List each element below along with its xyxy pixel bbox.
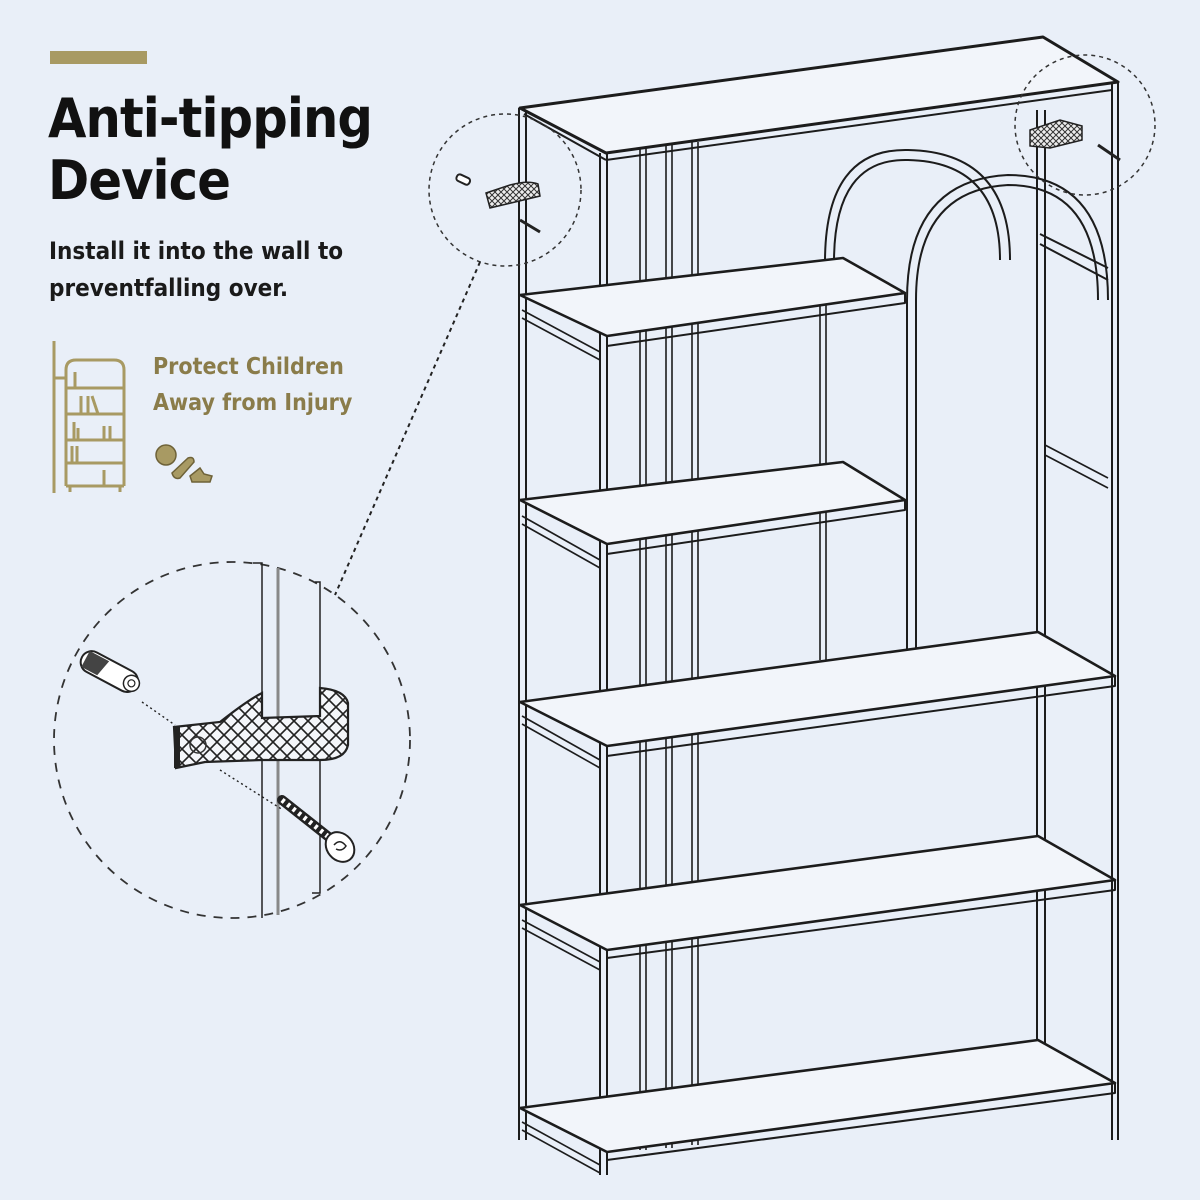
top-right-anchor-callout: [1014, 54, 1156, 196]
page-title: Anti-tipping Device: [48, 87, 373, 212]
title-line-1: Anti-tipping: [48, 87, 373, 150]
bookshelf-icon: [52, 341, 126, 493]
description-line-1: Install it into the wall to: [49, 237, 344, 265]
accent-bar: [50, 51, 147, 64]
feature-line-1: Protect Children: [153, 354, 344, 380]
description-line-2: preventfalling over.: [49, 274, 289, 302]
feature-text: Protect Children Away from Injury: [153, 349, 352, 421]
top-panel: [518, 35, 1120, 161]
crawling-child-icon: [155, 444, 213, 483]
feature-line-2: Away from Injury: [153, 390, 353, 416]
callout-connector: [334, 261, 481, 596]
anti-tip-bracket-small-icon: [485, 181, 541, 209]
wall-plug-icon: [79, 650, 141, 693]
anti-tip-bracket-icon: [172, 686, 350, 770]
top-left-anchor-callout: [428, 113, 582, 267]
enlarged-anchor-detail-callout: [53, 561, 411, 919]
description: Install it into the wall to preventfalli…: [49, 233, 343, 307]
screw-icon: [277, 795, 356, 863]
title-line-2: Device: [48, 149, 231, 212]
